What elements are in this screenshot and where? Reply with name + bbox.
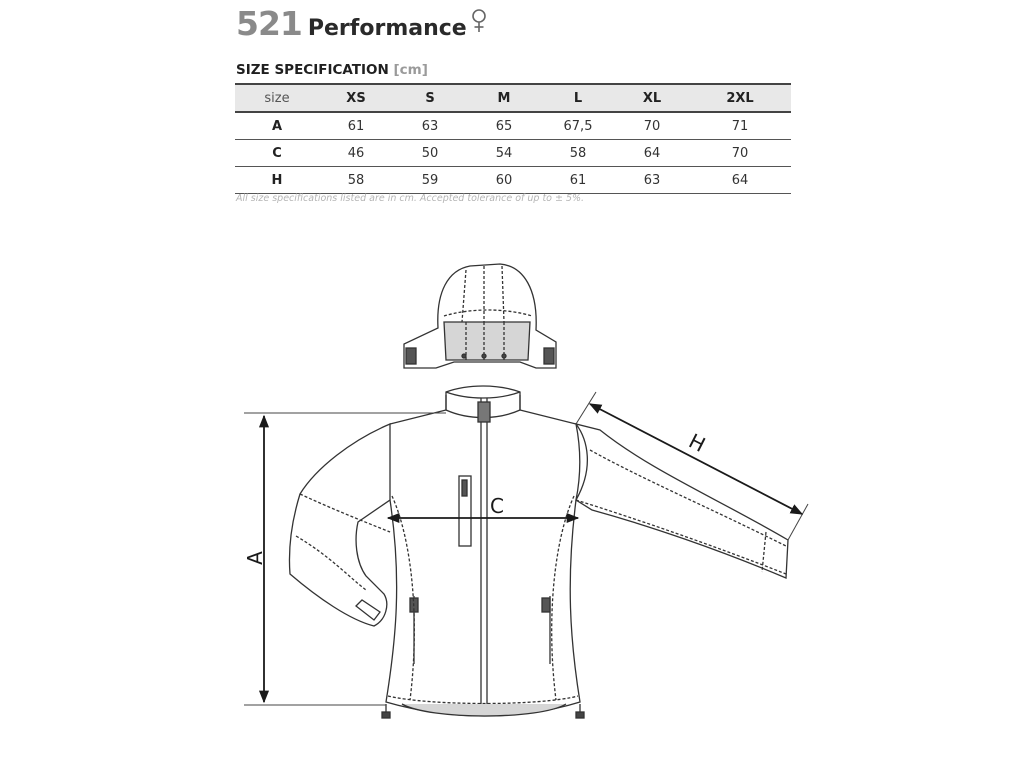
table-cell: 54 [467, 139, 541, 167]
left-sleeve-drawing [288, 423, 391, 627]
dimension-label-a: A [243, 551, 267, 565]
hood-drawing [403, 263, 557, 369]
table-cell: 60 [467, 166, 541, 194]
spec-title: SIZE SPECIFICATION [cm] [236, 62, 428, 78]
tolerance-note: All size specifications listed are in cm… [236, 193, 585, 204]
table-row: C 46 50 54 58 64 70 [235, 139, 791, 167]
column-header-l: L [541, 83, 615, 113]
column-header-2xl: 2XL [689, 83, 791, 113]
table-cell: 71 [689, 112, 791, 140]
spec-title-text: SIZE SPECIFICATION [236, 62, 389, 78]
size-table: size XS S M L XL 2XL A 61 63 65 67,5 70 … [235, 83, 791, 194]
column-header-xl: XL [615, 83, 689, 113]
table-cell: 59 [393, 166, 467, 194]
row-label: H [235, 166, 319, 194]
jacket-drawing [381, 385, 585, 719]
dimension-label-c: C [490, 494, 504, 518]
table-cell: 70 [689, 139, 791, 167]
table-cell: 58 [319, 166, 393, 194]
table-cell: 63 [393, 112, 467, 140]
column-header-m: M [467, 83, 541, 113]
product-name: Performance [307, 16, 467, 41]
table-cell: 67,5 [541, 112, 615, 140]
dimension-a: A [243, 412, 446, 706]
table-cell: 61 [541, 166, 615, 194]
column-header-xs: XS [319, 83, 393, 113]
female-symbol-icon [471, 9, 487, 37]
table-row: A 61 63 65 67,5 70 71 [235, 112, 791, 140]
table-cell: 64 [615, 139, 689, 167]
table-cell: 63 [615, 166, 689, 194]
column-header-size: size [235, 83, 319, 113]
table-cell: 64 [689, 166, 791, 194]
table-cell: 65 [467, 112, 541, 140]
row-label: A [235, 112, 319, 140]
table-cell: 61 [319, 112, 393, 140]
dimension-label-h: H [685, 429, 709, 457]
table-cell: 50 [393, 139, 467, 167]
table-row: H 58 59 60 61 63 64 [235, 166, 791, 194]
dimension-c: C [386, 494, 580, 524]
spec-unit: [cm] [393, 62, 428, 78]
table-cell: 58 [541, 139, 615, 167]
model-number: 521 [236, 4, 303, 43]
size-header-row: size XS S M L XL 2XL [235, 83, 791, 113]
table-cell: 70 [615, 112, 689, 140]
column-header-s: S [393, 83, 467, 113]
table-cell: 46 [319, 139, 393, 167]
right-sleeve-drawing [574, 422, 789, 579]
row-label: C [235, 139, 319, 167]
